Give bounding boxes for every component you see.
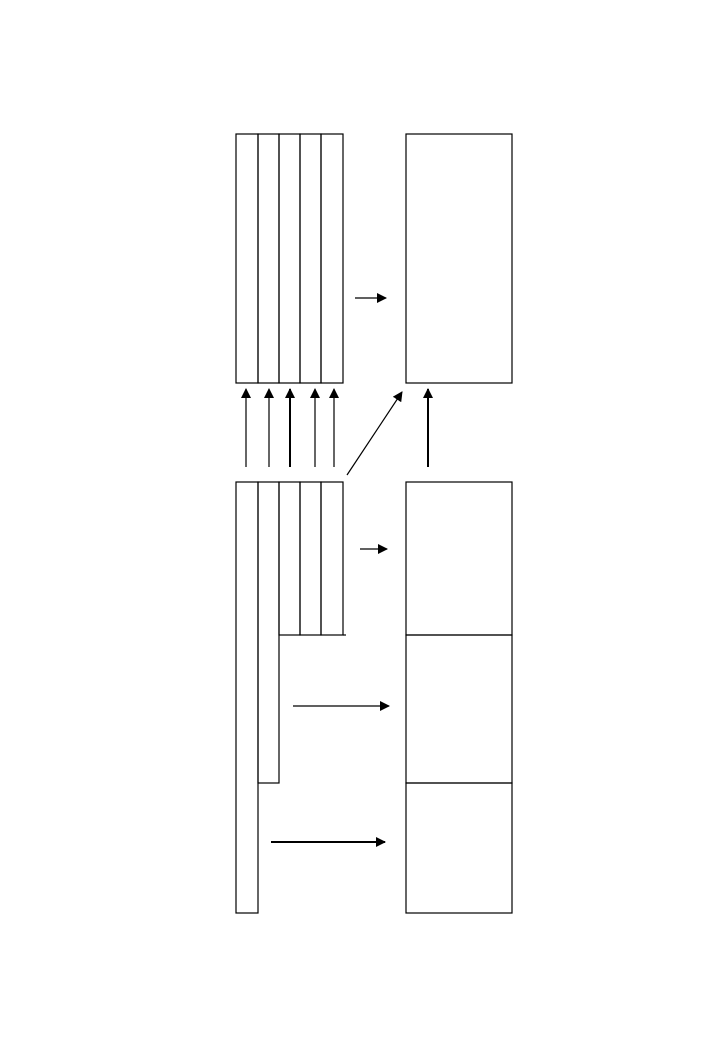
- upward-arrows: [241, 388, 339, 467]
- diagonal-arrow: [346, 391, 403, 476]
- bottom-target-block-2: [405, 634, 513, 784]
- staircase-column-short-2: [299, 481, 322, 636]
- staircase-column-medium: [257, 481, 280, 784]
- top-column-4: [299, 133, 322, 384]
- staircase-column-short-1: [278, 481, 301, 636]
- bottom-target-stack: [405, 481, 513, 914]
- bottom-target-block-1: [405, 481, 513, 636]
- top-column-1: [235, 133, 259, 384]
- top-target-block: [405, 133, 513, 384]
- staircase-column-long: [235, 481, 259, 914]
- staircase-column-short-3: [320, 481, 344, 636]
- bottom-target-block-3: [405, 782, 513, 914]
- bottom-staircase: [235, 481, 346, 914]
- top-column-5: [320, 133, 344, 384]
- top-column-2: [257, 133, 280, 384]
- top-column-3: [278, 133, 301, 384]
- top-column-stack: [235, 133, 344, 384]
